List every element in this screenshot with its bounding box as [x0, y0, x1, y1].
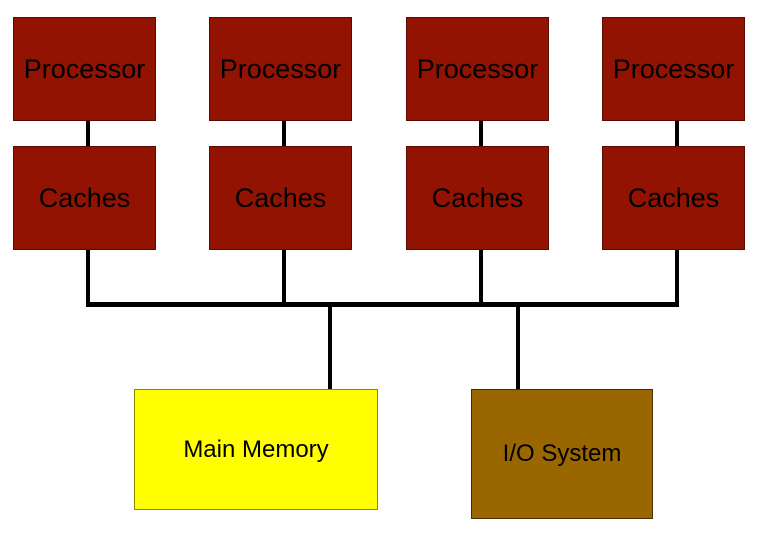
cache-label: Caches — [38, 182, 131, 213]
processor-cache-link-4 — [675, 118, 679, 146]
processor-box-4: Processor — [602, 17, 745, 121]
bus-memory-link — [328, 306, 332, 390]
cache-box-1: Caches — [13, 146, 156, 250]
processor-cache-link-3 — [479, 118, 483, 146]
processor-cache-link-1 — [86, 118, 90, 146]
io-system-label: I/O System — [502, 440, 622, 467]
cache-bus-link-4 — [675, 249, 679, 306]
cache-box-3: Caches — [406, 146, 549, 250]
processor-label: Processor — [23, 53, 146, 84]
processor-box-1: Processor — [13, 17, 156, 121]
cache-box-2: Caches — [209, 146, 352, 250]
processor-label: Processor — [416, 53, 539, 84]
bus-io-link — [516, 306, 520, 390]
processor-cache-link-2 — [282, 118, 286, 146]
main-memory-label: Main Memory — [183, 435, 329, 463]
cache-bus-link-1 — [86, 249, 90, 306]
system-bus — [86, 302, 679, 307]
processor-box-3: Processor — [406, 17, 549, 121]
cache-label: Caches — [234, 182, 327, 213]
cache-bus-link-3 — [479, 249, 483, 306]
cache-box-4: Caches — [602, 146, 745, 250]
cache-label: Caches — [431, 182, 524, 213]
io-system-box: I/O System — [471, 389, 653, 519]
processor-box-2: Processor — [209, 17, 352, 121]
cache-label: Caches — [627, 182, 720, 213]
processor-label: Processor — [612, 53, 735, 84]
cache-bus-link-2 — [282, 249, 286, 306]
processor-label: Processor — [219, 53, 342, 84]
main-memory-box: Main Memory — [134, 389, 378, 510]
